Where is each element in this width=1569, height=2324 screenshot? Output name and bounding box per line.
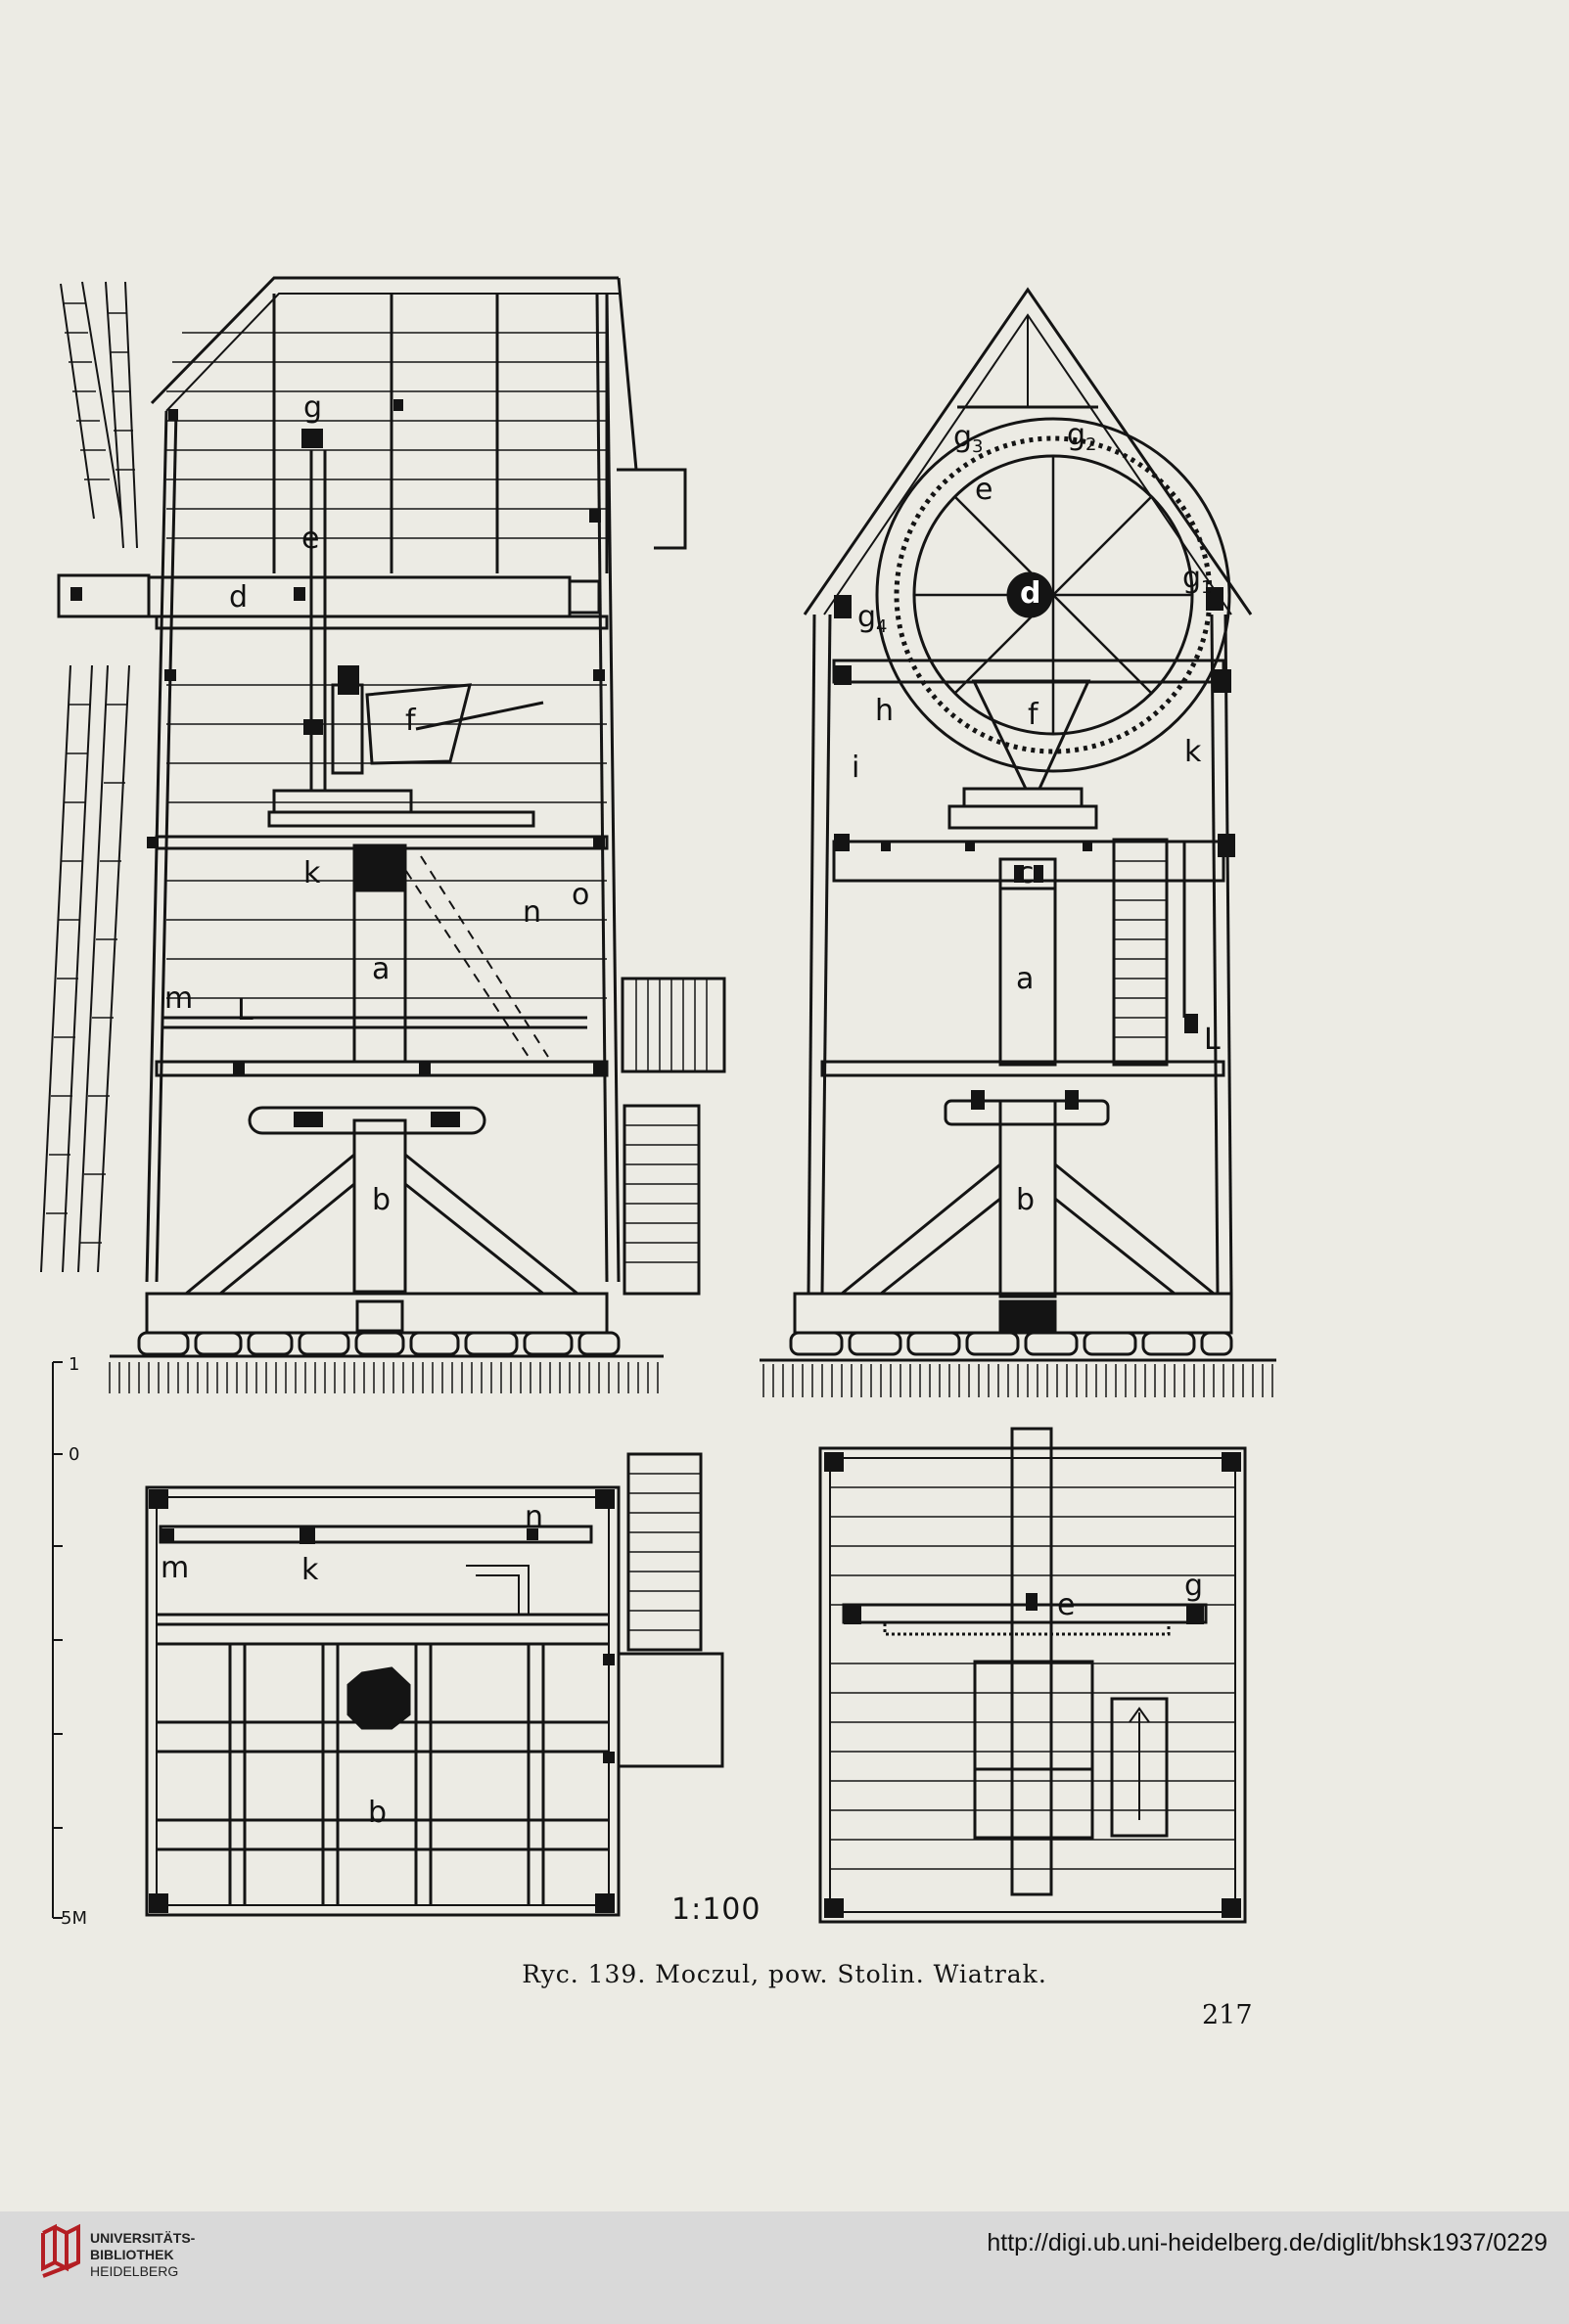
label-plan-b: b: [368, 1796, 388, 1830]
side-elevation: [40, 276, 726, 1393]
label-side-b: b: [372, 1183, 392, 1217]
label-plan-k: k: [301, 1553, 319, 1587]
plan-left: [145, 1452, 724, 1917]
label-side-f: f: [405, 704, 416, 738]
label-side-a: a: [372, 952, 391, 986]
label-front-g3: g3: [953, 420, 984, 457]
scale-bar-bottom-label: 5M: [61, 1908, 87, 1929]
scale-bar-top-label: 1: [69, 1354, 80, 1375]
label-side-o: o: [572, 878, 590, 912]
label-front-L: L: [1204, 1023, 1221, 1057]
label-side-g: g: [303, 390, 323, 425]
front-elevation: [760, 287, 1276, 1397]
footer-bar: [0, 2211, 1569, 2324]
label-front-d: d: [1020, 576, 1041, 611]
label-subscript: 1: [1201, 577, 1213, 598]
scale-bar-zero-label: 0: [69, 1444, 80, 1465]
scale-bar: [52, 1361, 63, 1919]
label-side-d: d: [229, 580, 249, 615]
library-name-line2: BIBLIOTHEK: [90, 2247, 174, 2262]
label-front-k: k: [1184, 735, 1202, 769]
library-logo-icon[interactable]: [39, 2223, 82, 2284]
drawing-plate: [40, 276, 1276, 1924]
plan-right: [818, 1427, 1247, 1924]
label-front-c: c: [1018, 856, 1035, 890]
label-front-h: h: [875, 694, 895, 728]
figure-caption: Ryc. 139. Moczul, pow. Stolin. Wiatrak.: [522, 1960, 1047, 1988]
label-subscript: 4: [876, 616, 888, 637]
label-side-n: n: [523, 895, 542, 930]
label-plan-g: g: [1184, 1569, 1204, 1603]
label-front-b: b: [1016, 1183, 1036, 1217]
label-subscript: 3: [972, 436, 984, 457]
label-front-a: a: [1016, 962, 1035, 996]
label-side-e: e: [301, 522, 320, 556]
label-plan-e: e: [1057, 1588, 1076, 1622]
label-front-i: i: [852, 751, 860, 785]
scale-ratio: 1:100: [671, 1892, 761, 1927]
label-front-f: f: [1028, 698, 1038, 732]
label-side-L: L: [237, 993, 254, 1027]
label-side-m: m: [164, 981, 194, 1016]
label-subscript: 2: [1085, 434, 1097, 455]
label-plan-m: m: [161, 1551, 190, 1585]
windmill-drawings: [40, 276, 1276, 1924]
page-number: 217: [1202, 2000, 1253, 2030]
label-front-e: e: [975, 473, 993, 507]
label-plan-n: n: [525, 1500, 544, 1534]
label-side-k: k: [303, 856, 321, 890]
label-front-g4: g4: [857, 600, 888, 637]
label-front-g2: g2: [1067, 418, 1097, 455]
source-url-link[interactable]: http://digi.ub.uni-heidelberg.de/diglit/…: [987, 2229, 1547, 2256]
library-logo-graphic: [41, 2223, 80, 2278]
label-front-g1: g1: [1182, 561, 1213, 598]
library-name-line3: HEIDELBERG: [90, 2263, 179, 2279]
library-name-line1: UNIVERSITÄTS-: [90, 2230, 196, 2246]
library-name[interactable]: UNIVERSITÄTS- BIBLIOTHEK HEIDELBERG: [90, 2230, 195, 2280]
